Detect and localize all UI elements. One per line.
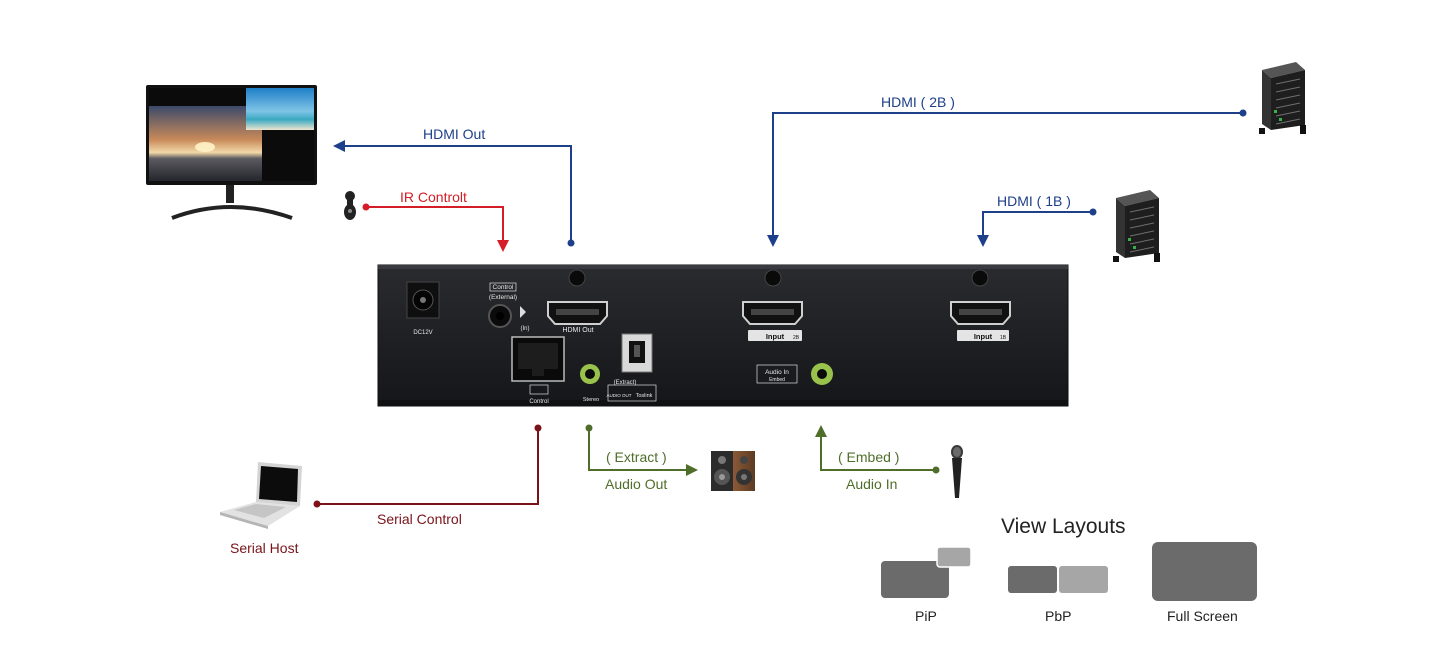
hdmi-out-connection [333, 140, 575, 247]
stereo-label: Stereo [583, 397, 599, 403]
audio-out-small-label: AUDIO OUT [606, 393, 631, 398]
hdmi-input-1b-port [950, 269, 1011, 341]
ir-control-label: IR Controlt [400, 189, 467, 205]
audio-out-label: Audio Out [605, 476, 668, 492]
hdmi-2b-connection [767, 109, 1247, 247]
hdmi-1b-label: HDMI ( 1B ) [997, 193, 1071, 209]
audio-in-label: Audio In [846, 476, 898, 492]
dc-power-jack [406, 281, 440, 319]
rj45-control-port [511, 336, 565, 395]
input-1-label: Input [974, 332, 993, 341]
view-layouts-title: View Layouts [1001, 515, 1126, 538]
audio-out-connection [585, 424, 698, 476]
extract-small-label: (Extract) [614, 380, 637, 386]
audio-in-small-label: Audio In [765, 369, 789, 376]
control-label: Control [493, 284, 515, 291]
hdmi-2b-label: HDMI ( 2B ) [881, 94, 955, 110]
audio-in-jack [756, 363, 833, 385]
av-switch-device: DC12V Control (External) (In) HDMI Out I… [377, 264, 1069, 407]
ir-in-label: (In) [521, 326, 530, 332]
full-screen-label: Full Screen [1167, 608, 1238, 624]
audio-in-connection [815, 425, 940, 474]
input-2-label: Input [766, 332, 785, 341]
hdmi-out-label: HDMI Out [423, 126, 486, 142]
input-1-sub-label: 1B [1000, 335, 1007, 341]
laptop-icon [220, 462, 302, 529]
extract-label: ( Extract ) [606, 449, 667, 465]
hdmi-input-2b-port [742, 269, 803, 341]
ir-receiver-icon [344, 191, 356, 220]
hdmi-out-label: HDMI Out [562, 327, 593, 334]
dc-label: DC12V [413, 330, 432, 336]
tower-pc-icon-1b [1113, 190, 1160, 262]
toslink-port [607, 333, 657, 402]
rj-control-label: Control [529, 399, 548, 405]
serial-control-label: Serial Control [377, 511, 462, 527]
full-screen-layout-icon [1152, 542, 1257, 601]
speaker-icon [711, 451, 755, 491]
stereo-audio-out-jack [580, 364, 600, 384]
monitor-icon [146, 85, 317, 220]
ir-connection [362, 203, 509, 252]
pbp-label: PbP [1045, 608, 1072, 624]
serial-host-label: Serial Host [230, 540, 299, 556]
pip-label: PiP [915, 608, 937, 624]
pip-layout-icon [881, 546, 972, 598]
ir-control-jack [488, 282, 526, 328]
pbp-layout-icon [1008, 566, 1108, 593]
toslink-label: Toslink [636, 393, 653, 399]
microphone-icon [951, 445, 963, 498]
input-2-sub-label: 2B [793, 335, 800, 341]
tower-pc-icon-2b [1259, 62, 1306, 134]
hdmi-out-port [547, 269, 608, 325]
embed-label: ( Embed ) [838, 449, 900, 465]
serial-connection [313, 424, 542, 508]
external-label: (External) [489, 294, 517, 301]
embed-small-label: Embed [769, 377, 785, 383]
hdmi-1b-connection [977, 208, 1097, 247]
